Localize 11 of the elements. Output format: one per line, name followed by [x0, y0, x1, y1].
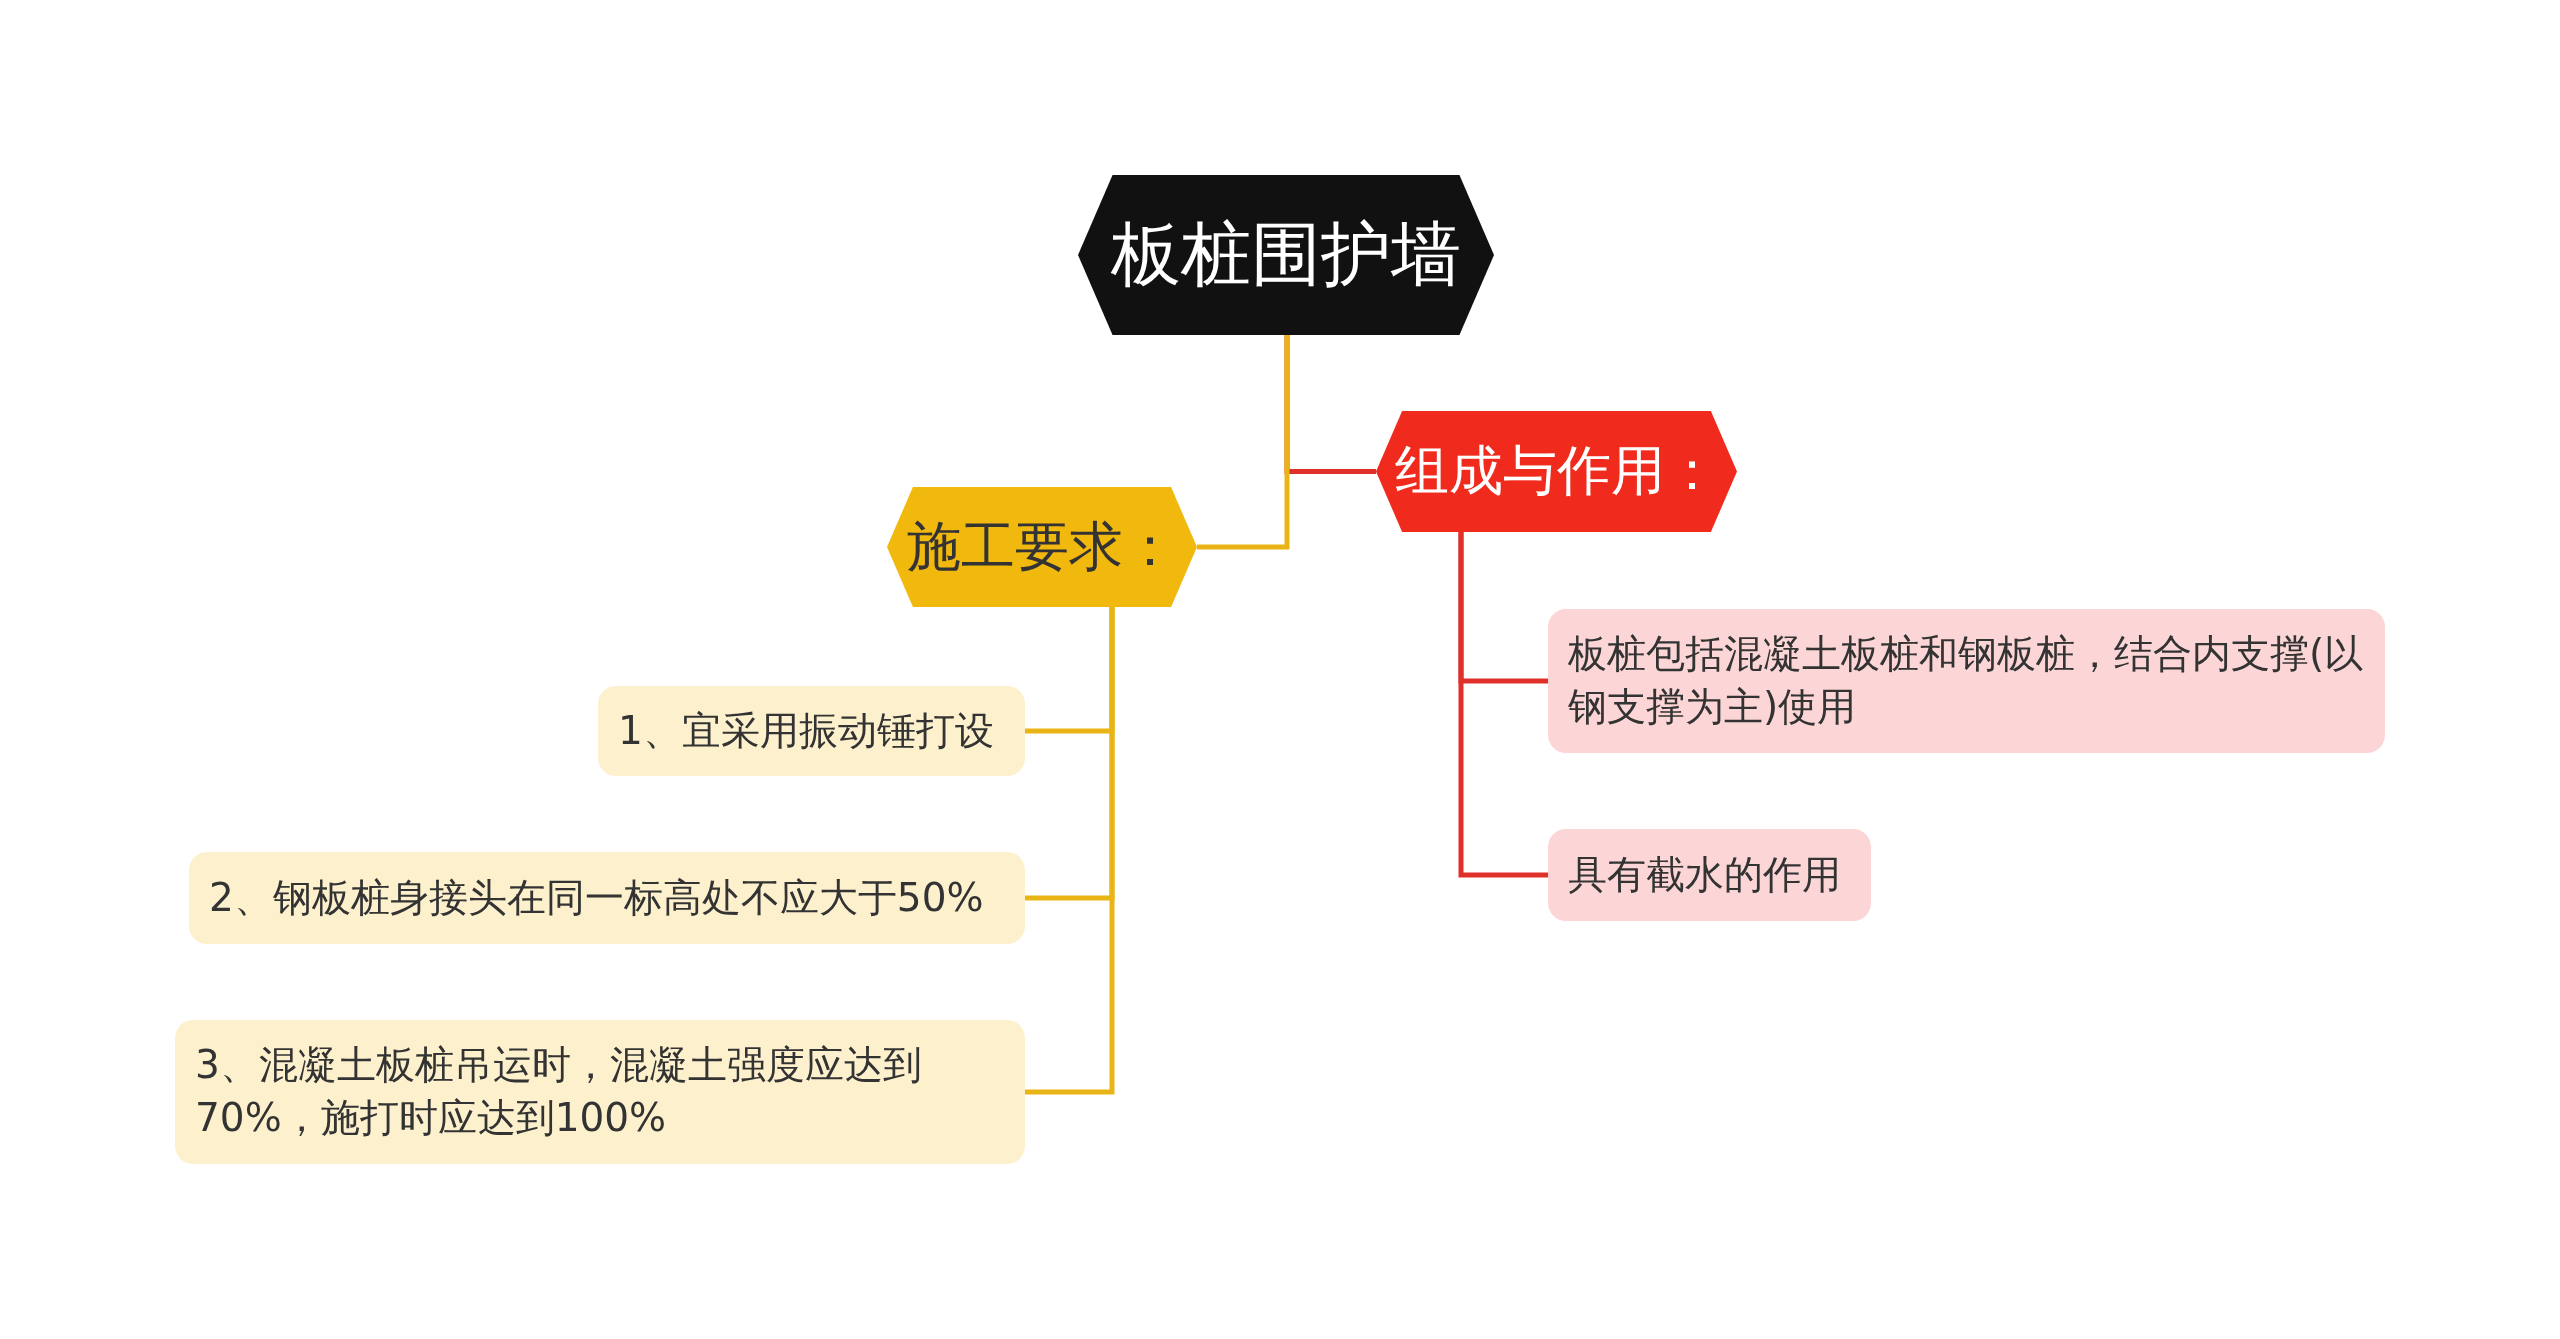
subtopic-box: 1、宜采用振动锤打设	[598, 686, 1025, 776]
topic-hexagon: 施工要求：	[887, 487, 1197, 607]
subtopic-box: 具有截水的作用	[1548, 829, 1871, 921]
subtopic-box: 板桩包括混凝土板桩和钢板桩，结合内支撑(以钢支撑为主)使用	[1548, 609, 2385, 753]
central-topic-hexagon: 板桩围护墙	[1078, 175, 1494, 335]
subtopic-box: 3、混凝土板桩吊运时，混凝土强度应达到70%，施打时应达到100%	[175, 1020, 1025, 1164]
topic-hexagon: 组成与作用：	[1376, 411, 1737, 532]
subtopic-box: 2、钢板桩身接头在同一标高处不应大于50%	[189, 852, 1025, 944]
connector-line	[1025, 607, 1115, 1095]
connector-line	[1197, 335, 1290, 550]
connector-line	[1458, 532, 1548, 878]
